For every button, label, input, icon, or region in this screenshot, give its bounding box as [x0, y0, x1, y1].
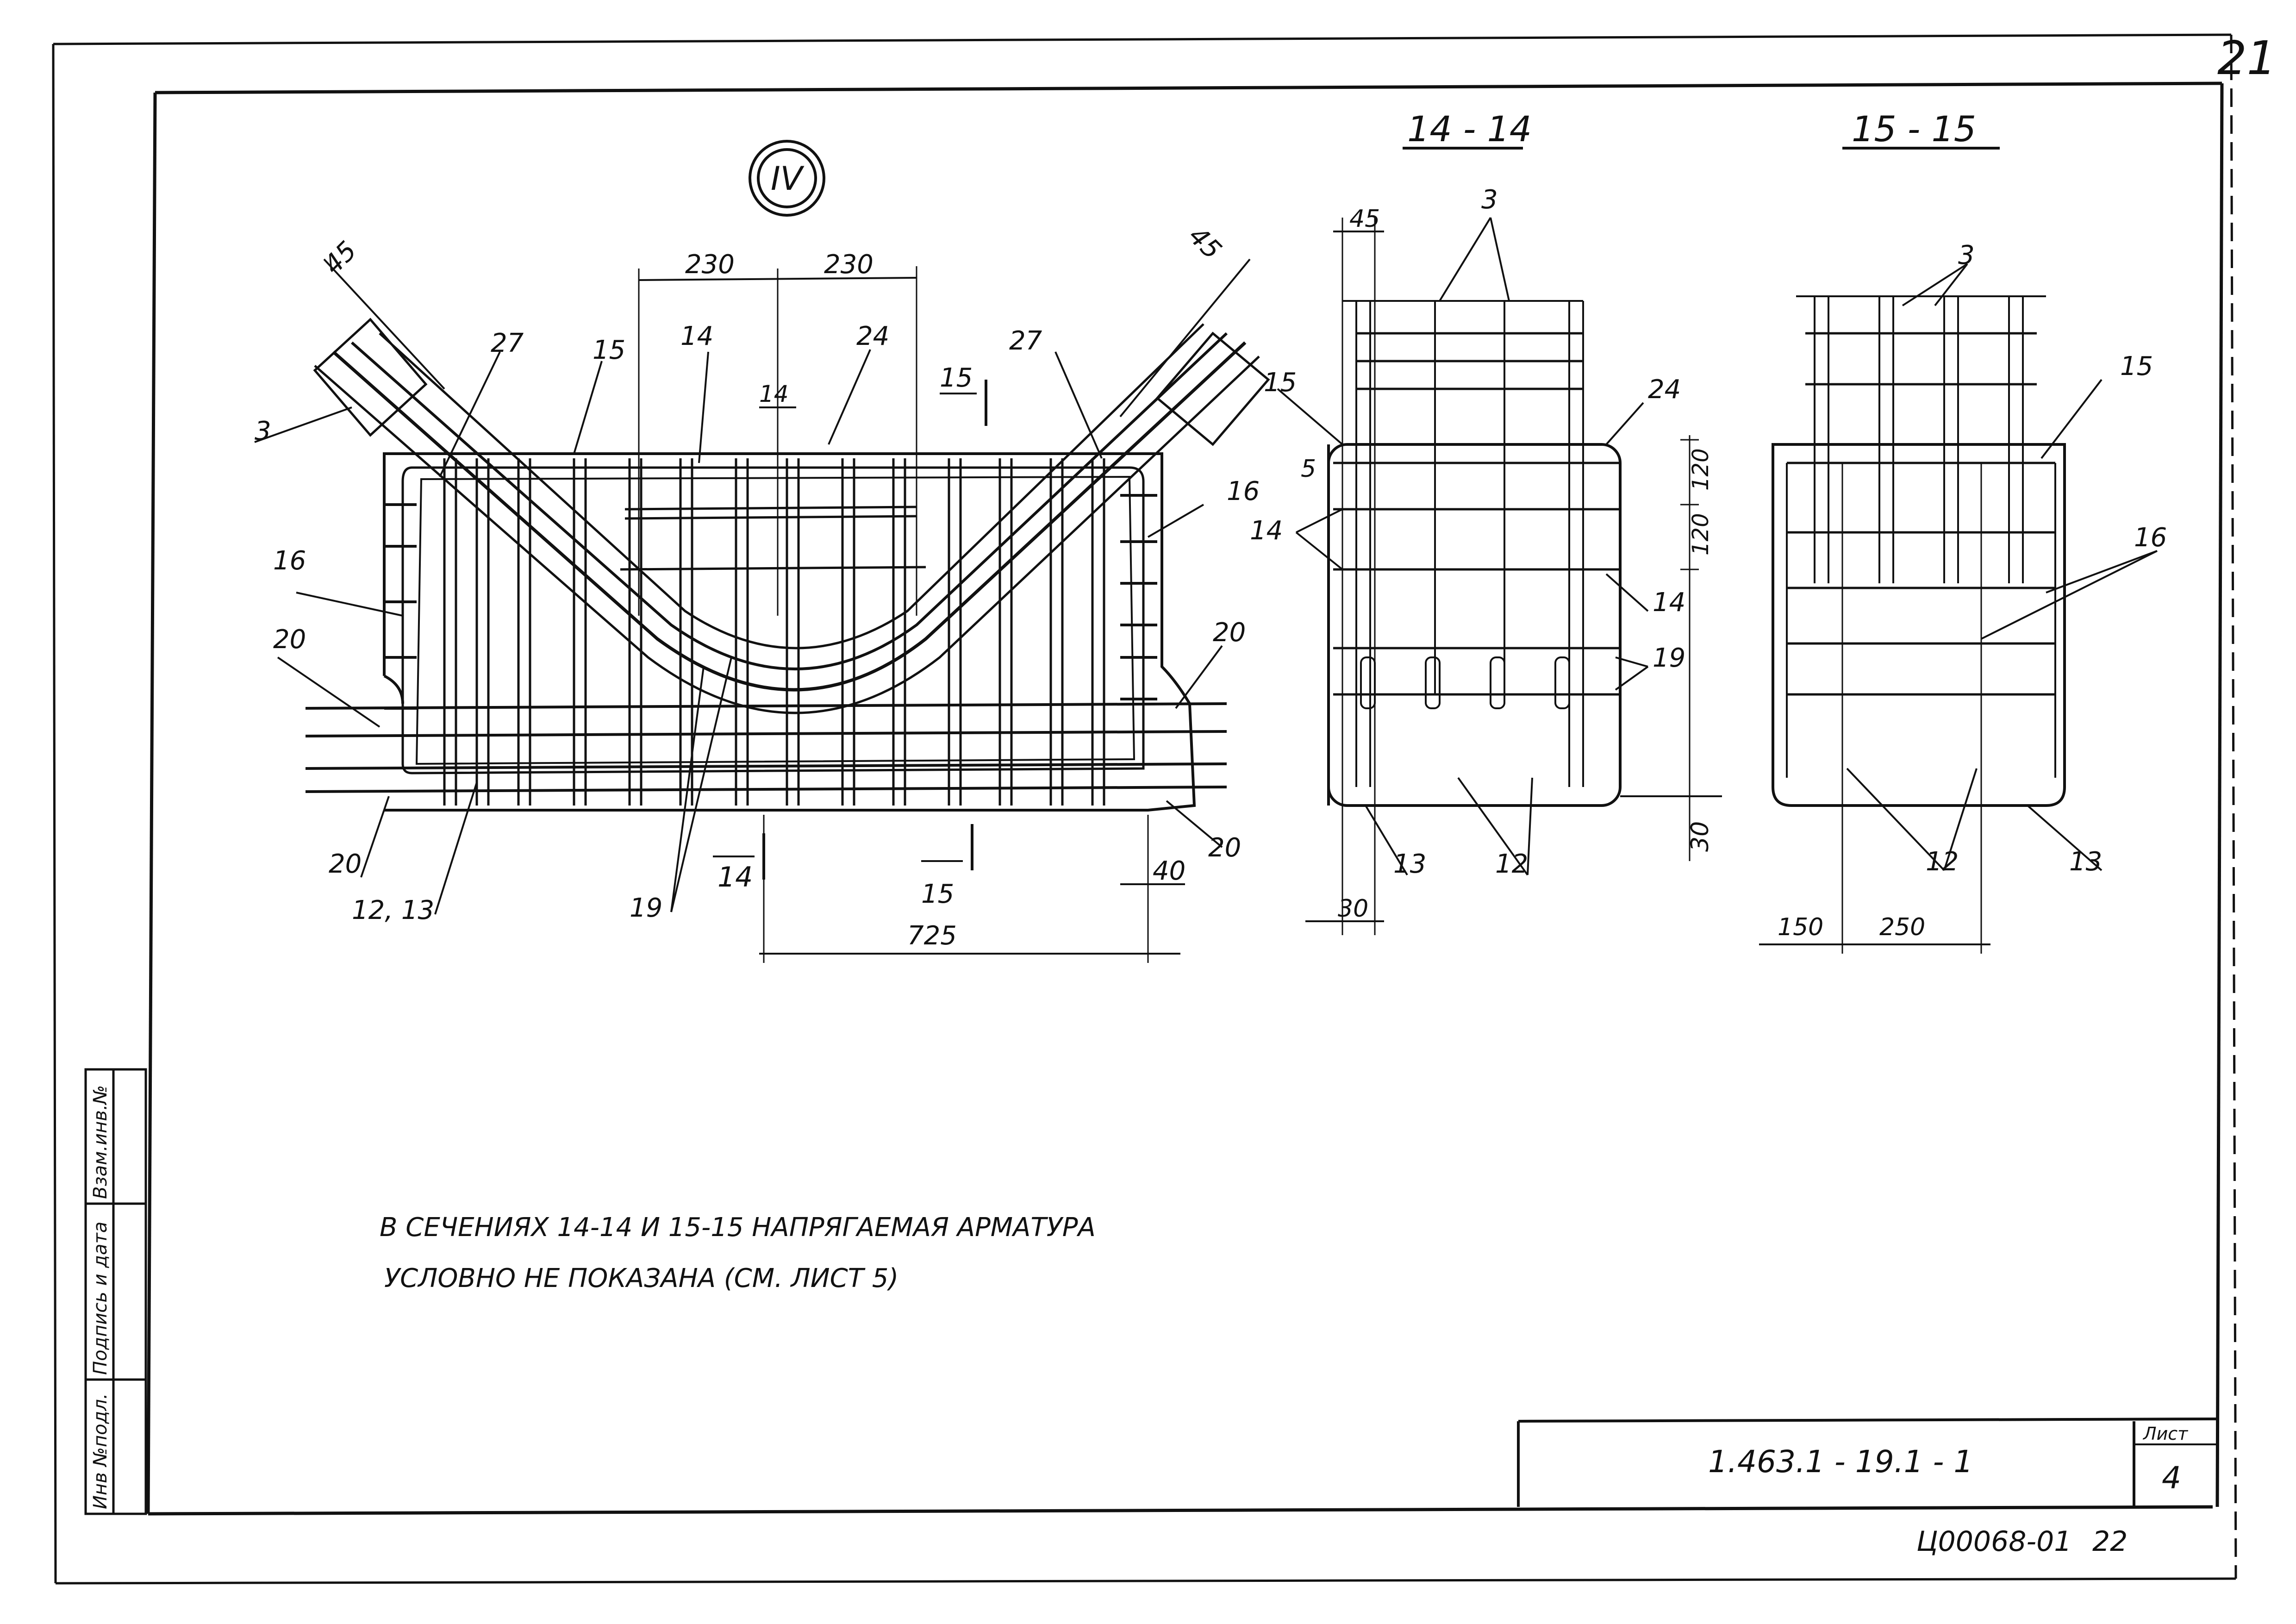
s15-callout-3: 3 [1958, 240, 1975, 270]
callout-3: 3 [255, 416, 271, 446]
view-marker-label: IV [771, 160, 805, 198]
sheet-number: 4 [2162, 1460, 2181, 1496]
s14-dim-30-horizontal: 30 [1338, 895, 1368, 923]
callout-24: 24 [856, 321, 889, 351]
s14-callout-5: 5 [1301, 455, 1316, 483]
callout-27-right: 27 [1009, 326, 1042, 356]
dim-45-left: 45 [318, 236, 362, 280]
dim-230-left: 230 [685, 250, 735, 280]
section-mark-14-bottom: 14 [718, 861, 753, 893]
section-mark-15-bottom: 15 [921, 879, 954, 909]
note-line-1: В СЕЧЕНИЯХ 14-14 И 15-15 НАПРЯГАЕМАЯ АРМ… [380, 1212, 1096, 1243]
archive-page: 22 [2092, 1525, 2128, 1558]
title-block [1517, 1418, 2218, 1507]
callout-20-right-bottom: 20 [1208, 833, 1241, 863]
s15-callout-16: 16 [2134, 523, 2167, 553]
side-stamp [84, 1068, 147, 1515]
s14-callout-3: 3 [1481, 185, 1498, 215]
callout-12-13: 12, 13 [352, 895, 434, 925]
note-line-2: УСЛОВНО НЕ ПОКАЗАНА (СМ. ЛИСТ 5) [384, 1263, 898, 1293]
archive-code: Ц00068-01 [1916, 1525, 2071, 1558]
s14-callout-12: 12 [1495, 849, 1528, 879]
s15-callout-12: 12 [1926, 847, 1959, 877]
s14-callout-15: 15 [1264, 368, 1297, 398]
callout-16-right: 16 [1227, 476, 1260, 506]
s14-callout-19: 19 [1653, 643, 1685, 673]
callout-19: 19 [630, 893, 662, 923]
s14-callout-14-left: 14 [1250, 516, 1283, 546]
s15-dim-150: 150 [1778, 913, 1823, 941]
callout-20-right-top: 20 [1213, 618, 1246, 648]
stamp-signature-date: Подпись и дата [90, 1222, 111, 1375]
dim-45-right: 45 [1183, 221, 1227, 265]
callout-20-left-bottom: 20 [329, 849, 362, 879]
s14-callout-13: 13 [1393, 849, 1426, 879]
callout-14: 14 [680, 321, 713, 351]
dim-40: 40 [1153, 856, 1185, 886]
sheet-label: Лист [2142, 1424, 2189, 1444]
s15-callout-13: 13 [2069, 847, 2102, 877]
document-code: 1.463.1 - 19.1 - 1 [1708, 1444, 1973, 1480]
section-14-14 [1277, 147, 1722, 935]
section-mark-15-top: 15 [940, 363, 973, 393]
s14-dim-120-bottom: 120 [1688, 513, 1714, 556]
callout-16-left: 16 [273, 546, 306, 576]
section-14-title: 14 - 14 [1407, 108, 1532, 150]
s15-dim-250: 250 [1879, 913, 1925, 941]
section-mark-14-top: 14 [759, 381, 789, 407]
callout-27-left: 27 [491, 328, 524, 358]
section-15-15 [1759, 147, 2158, 954]
s14-callout-14-right: 14 [1653, 587, 1685, 618]
callout-20-left-top: 20 [273, 625, 306, 655]
outer-frame [52, 33, 2237, 1585]
section-15-title: 15 - 15 [1852, 108, 1976, 150]
stamp-inventory-original: Инв №подл. [90, 1393, 111, 1509]
s15-callout-15: 15 [2120, 351, 2153, 381]
main-view [254, 140, 1270, 963]
stamp-replaces-inventory: Взам.инв.№ [90, 1085, 111, 1199]
s14-dim-30-vertical: 30 [1686, 821, 1714, 852]
s14-callout-24: 24 [1648, 375, 1681, 405]
sheet-corner-number: 21 [2217, 31, 2276, 85]
dim-230-right: 230 [824, 250, 873, 280]
s14-dim-120-top: 120 [1688, 448, 1714, 491]
callout-15: 15 [593, 335, 625, 365]
s14-dim-45: 45 [1349, 205, 1380, 233]
dim-725: 725 [907, 921, 957, 951]
inner-frame [146, 81, 2224, 1516]
